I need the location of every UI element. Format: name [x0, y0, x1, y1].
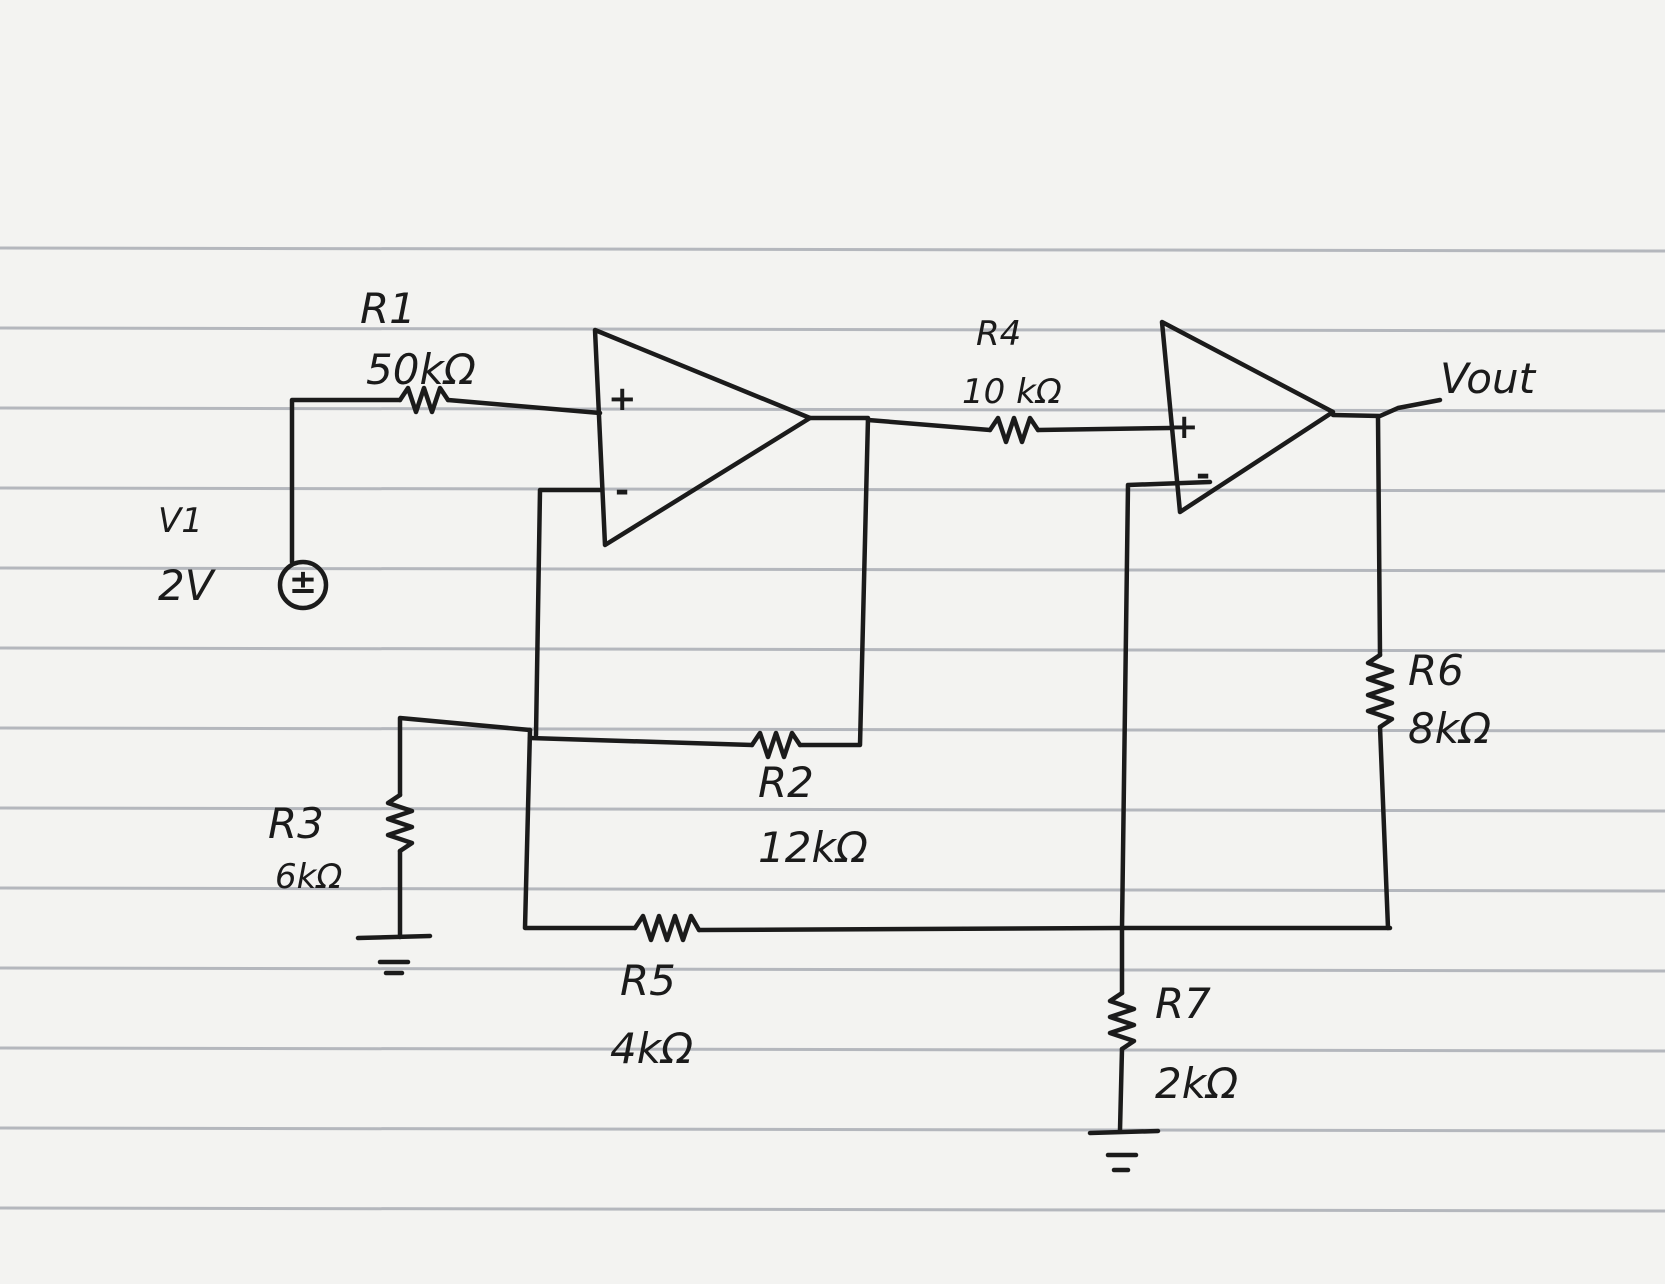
- notebook-ruled-lines: [0, 246, 1665, 1213]
- ruled-line: [0, 1046, 1665, 1053]
- r5-name-label: R5: [620, 956, 676, 1005]
- wire-opamp1-minus-to-node: [533, 487, 603, 738]
- resistor-r3: R3 6kΩ: [268, 792, 415, 897]
- resistor-r1: R1 50kΩ: [360, 284, 476, 415]
- ruled-line: [0, 1126, 1665, 1133]
- resistor-r7-zigzag: [1107, 990, 1137, 1052]
- r3-value-label: 6kΩ: [275, 857, 342, 897]
- wire-opamp1-output-to-r2: [797, 415, 871, 748]
- wire-r1-to-opamp1-plus: [445, 397, 603, 416]
- r2-value-label: 12kΩ: [758, 823, 868, 872]
- wire-r7-to-ground: [1117, 1046, 1125, 1133]
- v1-name-label: V1: [158, 501, 203, 541]
- r4-name-label: R4: [976, 314, 1021, 354]
- wire-node-to-r5: [522, 727, 638, 931]
- ground-symbol-right: [1087, 1128, 1161, 1173]
- resistor-r5: R5 4kΩ: [610, 913, 702, 1073]
- resistor-r4-zigzag: [987, 415, 1041, 445]
- opamp-2-triangle: [1159, 319, 1336, 515]
- resistor-r4: R4 10 kΩ: [962, 314, 1062, 445]
- resistor-r5-zigzag: [632, 913, 702, 943]
- ruled-line: [0, 1206, 1665, 1213]
- ruled-line: [0, 966, 1665, 973]
- resistor-r7: R7 2kΩ: [1107, 979, 1238, 1108]
- wire-opamp1-output-to-r4: [865, 417, 993, 433]
- r4-value-label: 10 kΩ: [962, 372, 1062, 412]
- resistor-r6-zigzag: [1365, 652, 1395, 730]
- r6-name-label: R6: [1408, 646, 1464, 695]
- r2-name-label: R2: [758, 758, 814, 807]
- r5-value-label: 4kΩ: [610, 1024, 693, 1073]
- opamp-1-plus-label: +: [608, 379, 637, 419]
- r7-value-label: 2kΩ: [1155, 1059, 1238, 1108]
- opamp-1-triangle: [592, 327, 813, 548]
- ruled-line: [0, 886, 1665, 893]
- opamp-2: + -: [1159, 319, 1336, 515]
- wire-output-to-r6: [1375, 414, 1383, 658]
- v1-value-label: 2V: [158, 561, 217, 610]
- ruled-line: [0, 646, 1665, 653]
- vout-label: Vout: [1440, 354, 1537, 403]
- r1-name-label: R1: [360, 284, 416, 333]
- resistor-r2-zigzag: [749, 730, 803, 760]
- wire-opamp2-minus-to-r7-node: [1119, 479, 1213, 931]
- wire-r2-to-node: [527, 735, 755, 748]
- ruled-line: [0, 486, 1665, 493]
- resistor-r2: R2 12kΩ: [749, 730, 868, 872]
- opamp-1: + -: [592, 327, 813, 548]
- wire-r6-to-bottom-rail: [1377, 724, 1391, 931]
- ruled-line: [0, 246, 1665, 253]
- ruled-line: [0, 406, 1665, 413]
- wire-opamp2-output-to-vout: [1330, 397, 1443, 419]
- voltage-source-circle: [277, 559, 329, 611]
- opamp-1-minus-label: -: [615, 471, 629, 511]
- ground-symbol-left: [355, 933, 433, 976]
- resistor-r3-zigzag: [385, 792, 415, 854]
- resistor-r1-zigzag: [397, 385, 451, 415]
- ruled-line: [0, 326, 1665, 333]
- ruled-line: [0, 806, 1665, 813]
- ruled-line: [0, 726, 1665, 733]
- r1-value-label: 50kΩ: [366, 345, 476, 394]
- opamp-2-minus-label: -: [1196, 455, 1210, 495]
- wire-node-to-r3: [397, 715, 533, 798]
- resistor-r6: R6 8kΩ: [1365, 646, 1491, 753]
- wire-r5-to-r7-node: [696, 925, 1393, 933]
- r3-name-label: R3: [268, 799, 324, 848]
- r6-value-label: 8kΩ: [1408, 704, 1491, 753]
- ruled-line: [0, 566, 1665, 573]
- r7-name-label: R7: [1155, 979, 1211, 1028]
- voltage-source-symbol: ±: [289, 562, 318, 602]
- wire-v1-to-r1: [289, 397, 403, 565]
- wire-r4-to-opamp2-plus: [1035, 425, 1173, 433]
- voltage-source-v1: ± V1 2V: [158, 501, 329, 611]
- opamp-2-plus-label: +: [1170, 407, 1199, 447]
